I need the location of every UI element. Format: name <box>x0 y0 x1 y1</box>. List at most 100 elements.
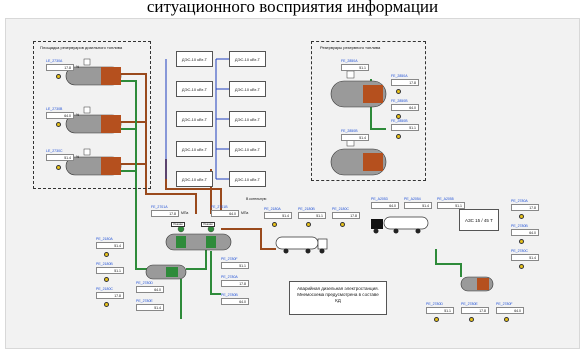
readout-pb2[interactable]: 51.4 <box>136 304 164 311</box>
dgs-box-5[interactable]: ДЭС-10 кВт-Т <box>176 171 213 187</box>
tag-tr2: PE_A2054 <box>404 197 421 201</box>
tag-bl2: PE_2180B <box>96 262 113 266</box>
readout-tr3[interactable]: 51.1 <box>437 202 465 209</box>
diesel-tank-2 <box>65 106 122 134</box>
indicator-lamp <box>519 264 524 269</box>
readout-fr3[interactable]: 51.4 <box>511 254 539 261</box>
readout-rr2[interactable]: 51.4 <box>341 134 369 141</box>
readout-tr2[interactable]: 51.4 <box>404 202 432 209</box>
indicator-lamp <box>56 122 61 127</box>
tag-r3: LE_2730C <box>46 149 63 153</box>
tag-tr3: PE_A2055 <box>437 197 454 201</box>
mode-button-1[interactable]: Режим <box>171 222 185 227</box>
readout-rr1-side2[interactable]: 64.0 <box>391 104 419 111</box>
readout-rr1[interactable]: 51.1 <box>341 64 369 71</box>
readout-fr2[interactable]: 64.0 <box>511 229 539 236</box>
diesel-tank-1 <box>65 58 122 86</box>
readout-bl2[interactable]: 51.1 <box>96 267 124 274</box>
indicator-lamp <box>104 252 109 257</box>
tag-mid1: PE_2180A <box>264 207 281 211</box>
unit-r2: % <box>76 113 80 117</box>
tag-mid3: PE_2180C <box>332 207 349 211</box>
tag-rr1-side: FE_2850A <box>391 74 408 78</box>
indicator-lamp <box>396 114 401 119</box>
tag-pb3: PE_2780F <box>221 257 238 261</box>
reserve-area-title: Резервуары резервного топлива <box>320 45 381 50</box>
pump-station <box>165 225 232 251</box>
dgs-box-3[interactable]: ДЭС-10 кВт-Т <box>176 111 213 127</box>
tag-rr1-side2: FE_2850B <box>391 99 408 103</box>
readout-tr1[interactable]: 64.0 <box>371 202 399 209</box>
tag-bot1: PE_2780D <box>426 302 443 306</box>
tag-r1: LE_2730A <box>46 59 63 63</box>
tag-bl3: PE_2180C <box>96 287 113 291</box>
readout-r2[interactable]: 64.0 <box>46 112 74 119</box>
dgs-box-2[interactable]: ДЭС-10 кВт-Т <box>176 81 213 97</box>
bottom-left-tank <box>145 264 187 280</box>
indicator-lamp <box>396 89 401 94</box>
blue-links <box>165 58 229 180</box>
diesel-tank-3 <box>65 148 122 176</box>
dgs-box-7[interactable]: ДЭС-10 кВт-Т <box>229 81 266 97</box>
readout-r1[interactable]: 17.8 <box>46 64 74 71</box>
readout-pb5[interactable]: 64.0 <box>221 298 249 305</box>
indicator-lamp <box>396 134 401 139</box>
dgs-box-6[interactable]: ДЭС-10 кВт-Т <box>229 51 266 67</box>
fuel-truck-1 <box>275 236 328 254</box>
readout-mid3[interactable]: 17.8 <box>332 212 360 219</box>
azs-box[interactable]: АЗС 15 / 45 Т <box>459 209 499 231</box>
reserve-tank-2 <box>330 138 387 176</box>
indicator-lamp <box>56 165 61 170</box>
dgs-box-8[interactable]: ДЭС-10 кВт-Т <box>229 111 266 127</box>
unit-r3: % <box>76 155 80 159</box>
document-caption: ситуационного восприятия информации <box>146 0 439 16</box>
indicator-lamp <box>104 277 109 282</box>
readout-pb1[interactable]: 64.0 <box>136 286 164 293</box>
indicator-lamp <box>519 239 524 244</box>
mode-button-2[interactable]: Режим <box>201 222 215 227</box>
readout-bl1[interactable]: 51.4 <box>96 242 124 249</box>
diesel-tanks-area: Площадка резервуаров дизельного топлива <box>33 41 151 189</box>
tag-pump2: FE_2701B <box>211 205 228 209</box>
readout-fr1[interactable]: 17.8 <box>511 204 539 211</box>
dgs-box-4[interactable]: ДЭС-10 кВт-Т <box>176 141 213 157</box>
readout-bot1[interactable]: 51.1 <box>426 307 454 314</box>
tag-bot3: PE_2780F <box>496 302 513 306</box>
dgs-box-9[interactable]: ДЭС-10 кВт-Т <box>229 141 266 157</box>
readout-mid2[interactable]: 51.1 <box>298 212 326 219</box>
indicator-lamp <box>272 222 277 227</box>
indicator-lamp <box>56 74 61 79</box>
tag-pb2: PE_2780E <box>136 299 153 303</box>
readout-bot3[interactable]: 64.0 <box>496 307 524 314</box>
readout-rr2-side[interactable]: 51.1 <box>391 124 419 131</box>
readout-pb4[interactable]: 17.8 <box>221 280 249 287</box>
readout-rr1-side[interactable]: 17.8 <box>391 79 419 86</box>
indicator-lamp <box>340 222 345 227</box>
tag-rr2-side: FE_2850B <box>391 119 408 123</box>
readout-r3[interactable]: 51.4 <box>46 154 74 161</box>
tag-pb4: PE_2780A <box>221 275 238 279</box>
flow-label: В котельную <box>246 197 267 201</box>
bottom-right-tank <box>460 276 494 292</box>
tag-fr1: PE_2780A <box>511 199 528 203</box>
readout-bl3[interactable]: 17.8 <box>96 292 124 299</box>
indicator-lamp <box>104 302 109 307</box>
tag-bot2: PE_2780E <box>461 302 478 306</box>
tag-mid2: PE_2180B <box>298 207 315 211</box>
readout-bot2[interactable]: 17.8 <box>461 307 489 314</box>
tag-tr1: PE_A2053 <box>371 197 388 201</box>
tag-r2: LE_2730B <box>46 107 63 111</box>
unit-pump1: МПа <box>181 211 189 215</box>
readout-pump2[interactable]: 64.0 <box>211 210 239 217</box>
tag-pb5: PE_2780B <box>221 293 238 297</box>
dgs-box-10[interactable]: ДЭС-10 кВт-Т <box>229 171 266 187</box>
readout-mid1[interactable]: 51.4 <box>264 212 292 219</box>
dgs-box-1[interactable]: ДЭС-10 кВт-Т <box>176 51 213 67</box>
reserve-tanks-area: Резервуары резервного топлива <box>311 41 426 181</box>
readout-pump1[interactable]: 17.8 <box>151 210 179 217</box>
tag-pb1: PE_2780D <box>136 281 153 285</box>
tag-pump1: FE_2701A <box>151 205 168 209</box>
tag-fr3: PE_2780C <box>511 249 528 253</box>
readout-pb3[interactable]: 51.1 <box>221 262 249 269</box>
scada-mnemonic-screen: Площадка резервуаров дизельного топлива … <box>5 18 580 349</box>
